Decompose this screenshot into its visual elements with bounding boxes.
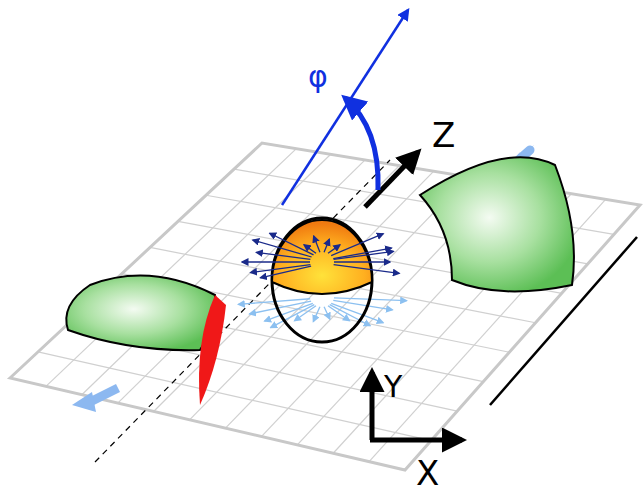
- spectator-cut: [199, 295, 226, 405]
- grid-line: [334, 265, 400, 274]
- z-axis: [365, 152, 418, 207]
- grid-line: [270, 233, 314, 255]
- flow-arrows: [238, 298, 406, 328]
- motion-arrow: [90, 388, 118, 402]
- grid-line: [253, 240, 312, 257]
- spectator: [420, 157, 574, 291]
- grid-line: [256, 252, 310, 259]
- grid-line: [331, 234, 383, 256]
- overlap-region: [272, 220, 372, 294]
- reaction-plane: [10, 143, 640, 470]
- grid-line: [242, 261, 310, 262]
- y-axis: [370, 372, 375, 440]
- grid-line: [190, 171, 434, 420]
- overlap-outline: [272, 218, 372, 342]
- angle-label: φ: [308, 62, 328, 92]
- motion-arrow: [72, 392, 96, 412]
- grid-line: [313, 307, 320, 322]
- grid-line: [324, 239, 329, 252]
- grid-line: [304, 245, 316, 253]
- edge-line: [490, 237, 637, 405]
- grid-line: [334, 261, 390, 262]
- spectator: [66, 276, 216, 351]
- x-axis: [370, 438, 462, 443]
- axis-label: Z: [432, 118, 455, 152]
- flow-arrows: [242, 233, 399, 278]
- axis-label: Y: [384, 372, 402, 402]
- grid-line: [334, 251, 394, 259]
- grid-line: [331, 303, 383, 322]
- grid-line: [314, 236, 320, 252]
- phi-arc: [345, 98, 378, 190]
- grid-line: [225, 177, 468, 428]
- grid-line: [333, 300, 392, 309]
- grid-line: [260, 266, 311, 278]
- plane-grid: [38, 149, 614, 462]
- phi-direction: [282, 10, 408, 205]
- grid-line: [46, 149, 296, 387]
- axis-label: X: [416, 456, 439, 490]
- grid-line: [324, 307, 330, 319]
